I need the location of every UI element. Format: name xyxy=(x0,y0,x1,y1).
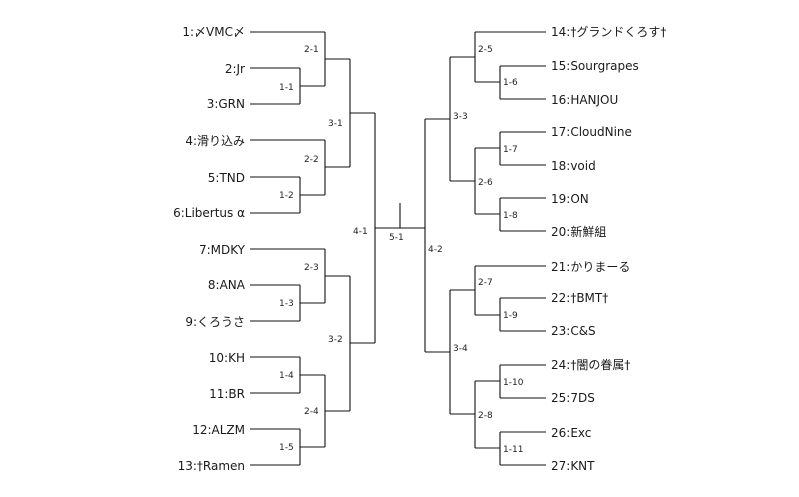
team-label: 23:C&S xyxy=(551,324,596,338)
team-label: 17:CloudNine xyxy=(551,125,632,139)
bracket-line xyxy=(349,59,375,167)
bracket-line xyxy=(299,429,325,465)
team-label: 22:†BMT† xyxy=(551,291,608,305)
match-label: 1-8 xyxy=(503,211,518,221)
match-label: 3-4 xyxy=(453,344,468,354)
bracket-line xyxy=(324,140,350,195)
final-match-label: 5-1 xyxy=(389,233,404,243)
team-label: 24:†闇の眷属† xyxy=(551,358,630,372)
bracket-line xyxy=(299,357,325,393)
match-label: 3-1 xyxy=(328,119,343,129)
bracket-line xyxy=(450,148,476,214)
match-label: 1-6 xyxy=(503,78,518,88)
team-label: 9:くろうさ xyxy=(185,315,245,329)
match-label: 2-8 xyxy=(478,411,493,421)
team-label: 1:〆VMC〆 xyxy=(182,25,245,39)
match-label: 1-7 xyxy=(503,145,518,155)
team-label: 2:Jr xyxy=(225,62,245,76)
left-match-labels: 2-1 1-1 3-1 2-2 1-2 4-1 2-3 1-3 3-2 1-4 … xyxy=(279,45,368,453)
bracket-line xyxy=(349,276,375,411)
bracket-line xyxy=(475,198,501,231)
team-label: 25:7DS xyxy=(551,391,595,405)
match-label: 2-4 xyxy=(304,407,319,417)
team-label: 26:Exc xyxy=(551,426,591,440)
match-label: 3-2 xyxy=(328,335,343,345)
match-label: 2-6 xyxy=(478,178,493,188)
bracket-line xyxy=(450,381,476,448)
team-label: 5:TND xyxy=(208,171,245,185)
bracket-line xyxy=(400,119,426,352)
team-label: 7:MDKY xyxy=(199,243,246,257)
bracket-line xyxy=(324,32,350,86)
bracket-line xyxy=(475,432,501,465)
match-label: 1-4 xyxy=(279,371,294,381)
match-label: 4-1 xyxy=(353,227,368,237)
bracket-line xyxy=(425,290,451,414)
bracket-line xyxy=(475,132,501,165)
match-label: 1-10 xyxy=(503,378,524,388)
match-label: 2-3 xyxy=(304,263,319,273)
bracket-line xyxy=(324,375,350,447)
bracket-line xyxy=(475,365,501,398)
team-label: 19:ON xyxy=(551,192,589,206)
team-label: 21:かりまーる xyxy=(551,260,630,274)
team-label: 12:ALZM xyxy=(192,423,245,437)
right-team-list: 14:†グランドくろす† 15:Sourgrapes 16:HANJOU 17:… xyxy=(551,25,666,473)
team-label: 4:滑り込み xyxy=(185,134,245,148)
bracket-line xyxy=(425,57,451,181)
match-label: 1-11 xyxy=(503,445,523,455)
bracket-line xyxy=(324,249,350,303)
match-label: 3-3 xyxy=(453,112,468,122)
bracket-line xyxy=(374,113,400,343)
right-bracket-lines xyxy=(400,31,546,466)
team-label: 13:†Ramen xyxy=(178,459,245,473)
bracket-line xyxy=(450,32,476,82)
left-bracket-lines xyxy=(250,31,400,466)
match-label: 1-5 xyxy=(279,443,294,453)
bracket-line xyxy=(299,177,325,213)
team-label: 11:BR xyxy=(209,387,245,401)
match-label: 2-7 xyxy=(478,278,493,288)
team-label: 8:ANA xyxy=(208,278,246,292)
team-label: 6:Libertus α xyxy=(173,206,245,220)
match-label: 2-1 xyxy=(304,45,319,55)
left-team-list: 1:〆VMC〆 2:Jr 3:GRN 4:滑り込み 5:TND 6:Libert… xyxy=(173,25,246,473)
match-label: 1-9 xyxy=(503,311,518,321)
match-label: 4-2 xyxy=(428,245,443,255)
team-label: 18:void xyxy=(551,159,596,173)
bracket-line xyxy=(475,298,501,331)
bracket-line xyxy=(475,66,501,99)
team-label: 3:GRN xyxy=(207,97,245,111)
right-match-labels: 2-5 1-6 3-3 1-7 2-6 1-8 4-2 2-7 1-9 3-4 … xyxy=(428,45,524,455)
match-label: 1-3 xyxy=(279,299,294,309)
team-label: 15:Sourgrapes xyxy=(551,59,639,73)
match-label: 1-1 xyxy=(279,83,294,93)
match-label: 2-2 xyxy=(304,155,319,165)
team-label: 27:KNT xyxy=(551,459,595,473)
team-label: 16:HANJOU xyxy=(551,93,618,107)
bracket-line xyxy=(450,266,476,315)
team-label: 10:KH xyxy=(209,351,245,365)
match-label: 1-2 xyxy=(279,191,294,201)
bracket-line xyxy=(299,68,325,104)
team-label: 14:†グランドくろす† xyxy=(551,25,666,39)
team-label: 20:新鮮組 xyxy=(551,224,606,239)
match-label: 2-5 xyxy=(478,45,493,55)
bracket-line xyxy=(299,285,325,321)
